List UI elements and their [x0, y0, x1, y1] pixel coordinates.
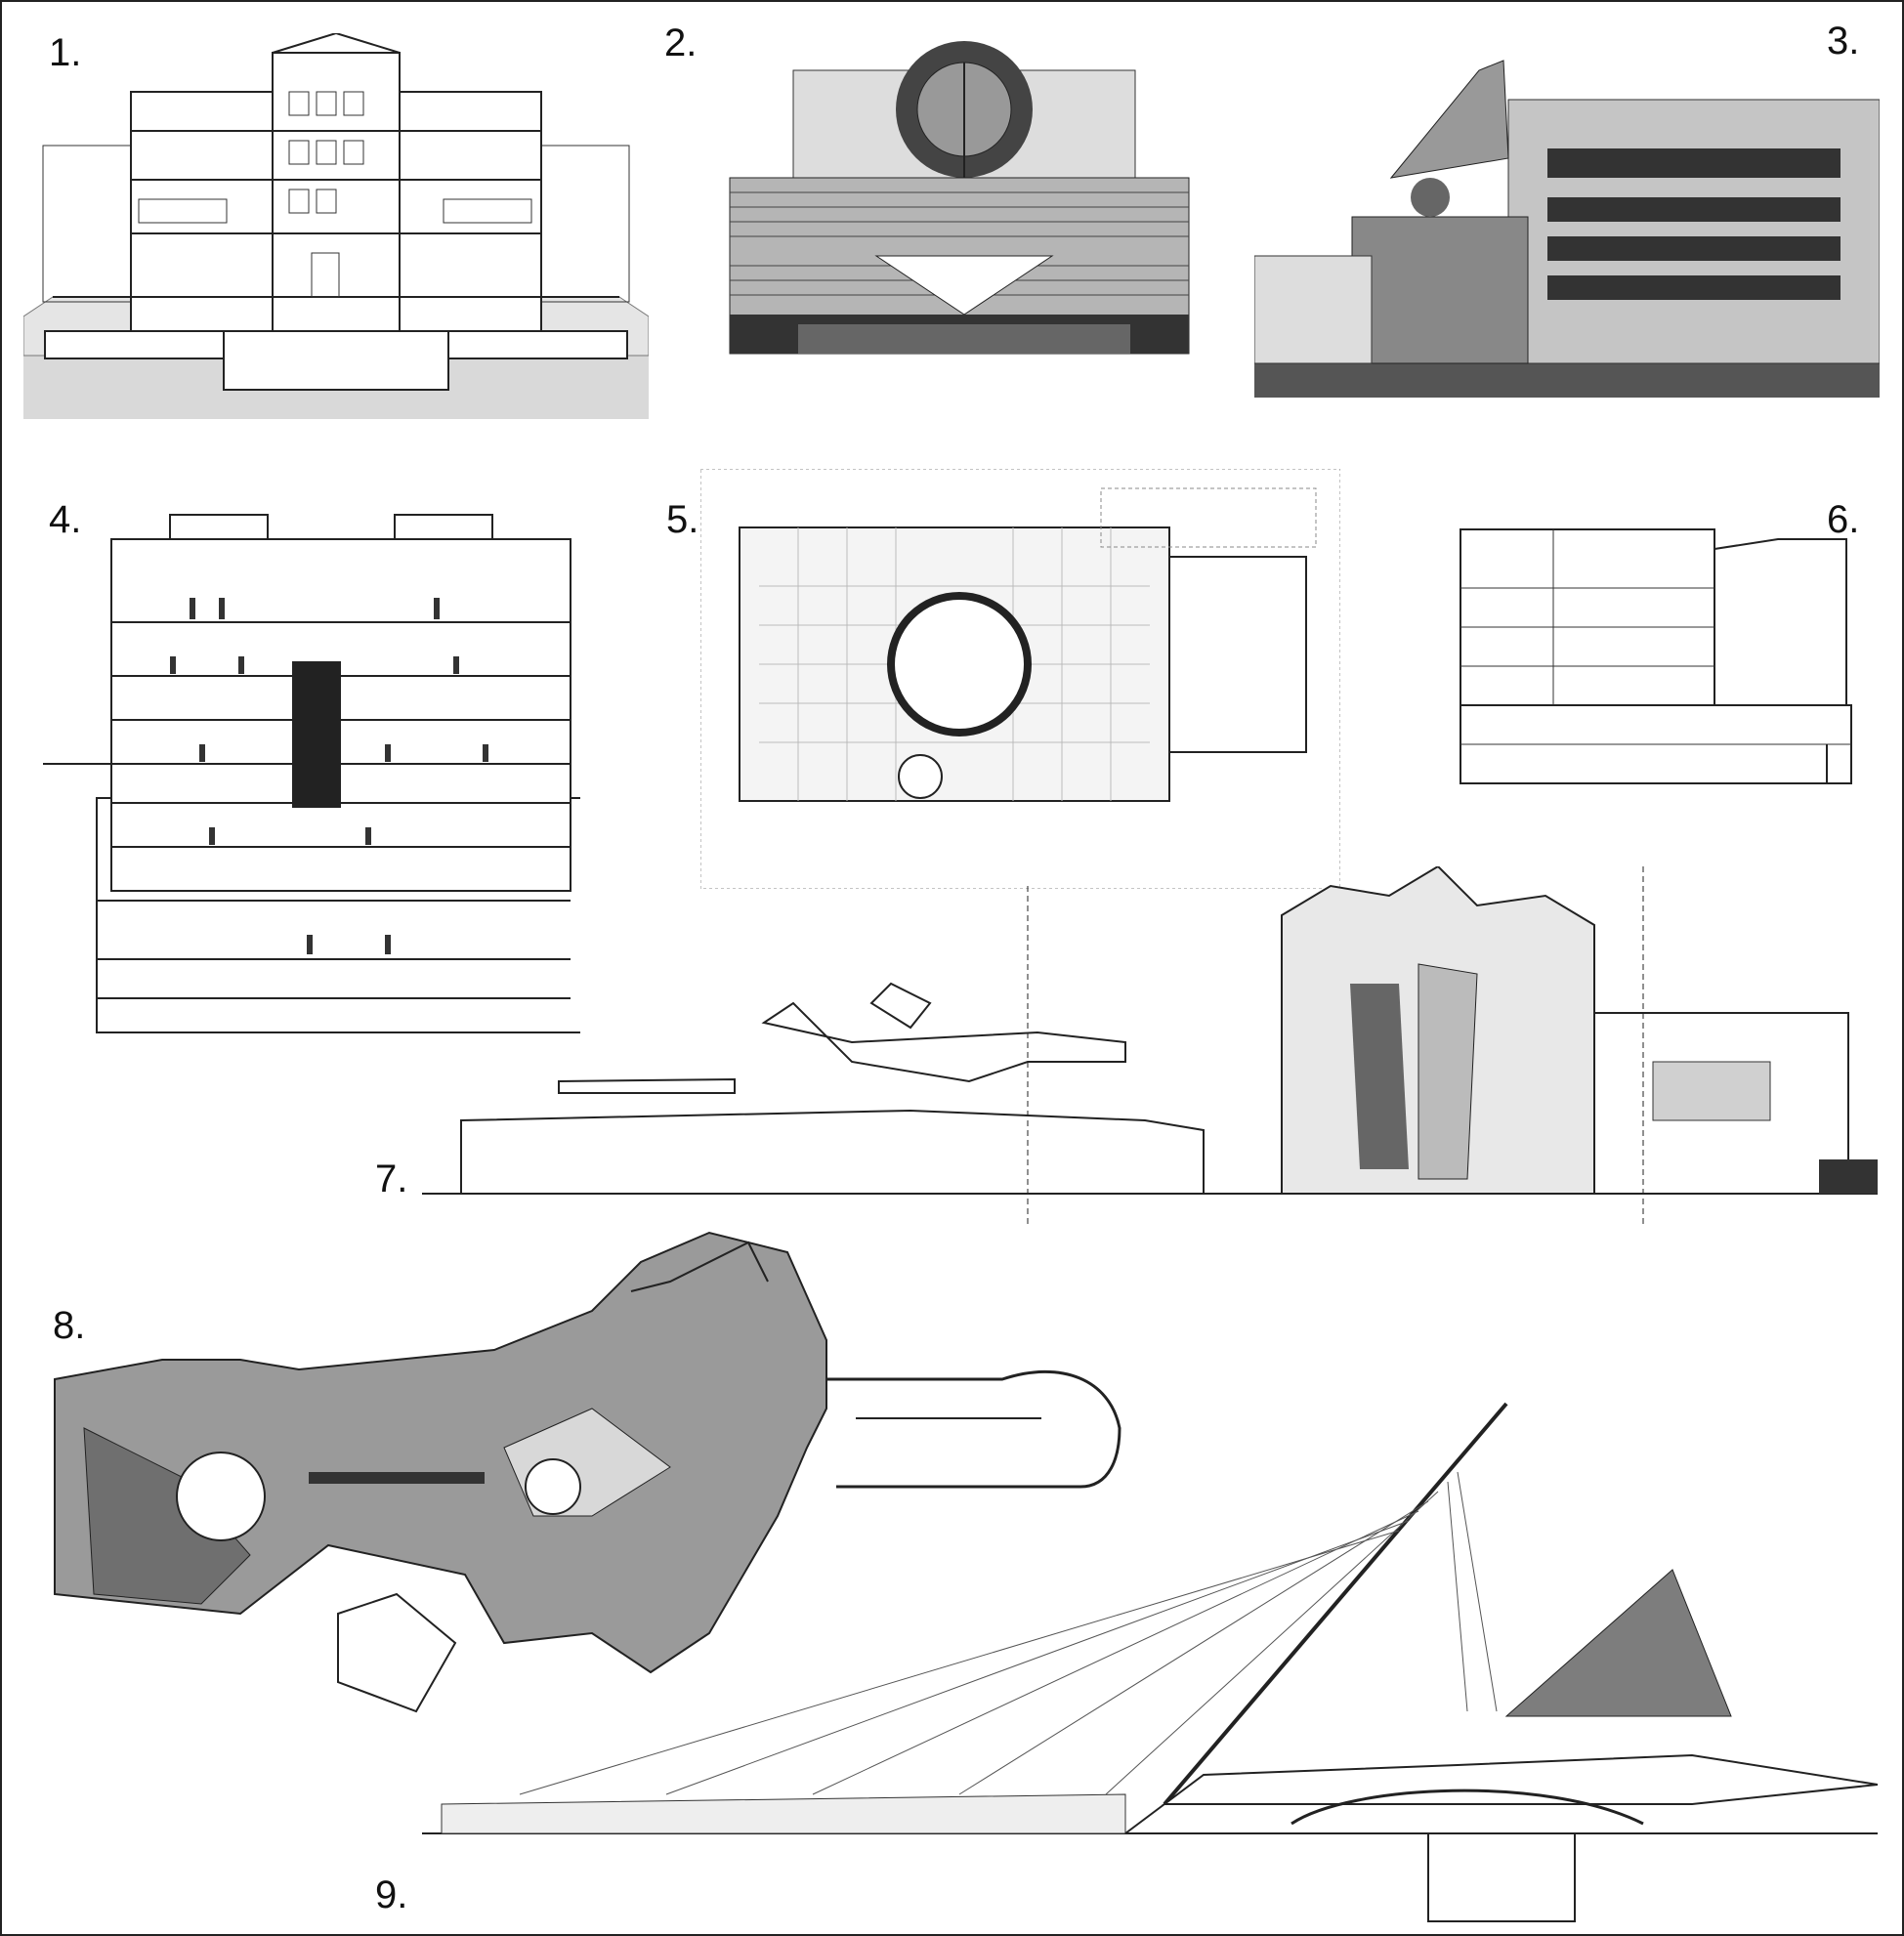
figure-label-1: 1. [49, 31, 82, 74]
drawing-3-section [1254, 41, 1880, 402]
figure-label-5: 5. [666, 498, 699, 541]
drawing-2-elevation [710, 31, 1218, 363]
figure-label-3: 3. [1827, 20, 1860, 63]
figure-label-2: 2. [664, 21, 698, 64]
figure-label-7: 7. [375, 1157, 408, 1200]
figure-label-4: 4. [49, 498, 82, 541]
drawing-5-plan [700, 469, 1340, 889]
drawing-1-section [23, 33, 649, 419]
figure-label-9: 9. [375, 1873, 408, 1916]
drawing-4-section [43, 500, 580, 1037]
drawing-6-section [1456, 520, 1856, 788]
drawing-7-section [422, 866, 1878, 1228]
drawing-8-plan [45, 1223, 1139, 1770]
figure-label-6: 6. [1827, 498, 1860, 541]
figure-label-8: 8. [53, 1304, 86, 1347]
drawing-9-elevation [422, 1394, 1878, 1931]
